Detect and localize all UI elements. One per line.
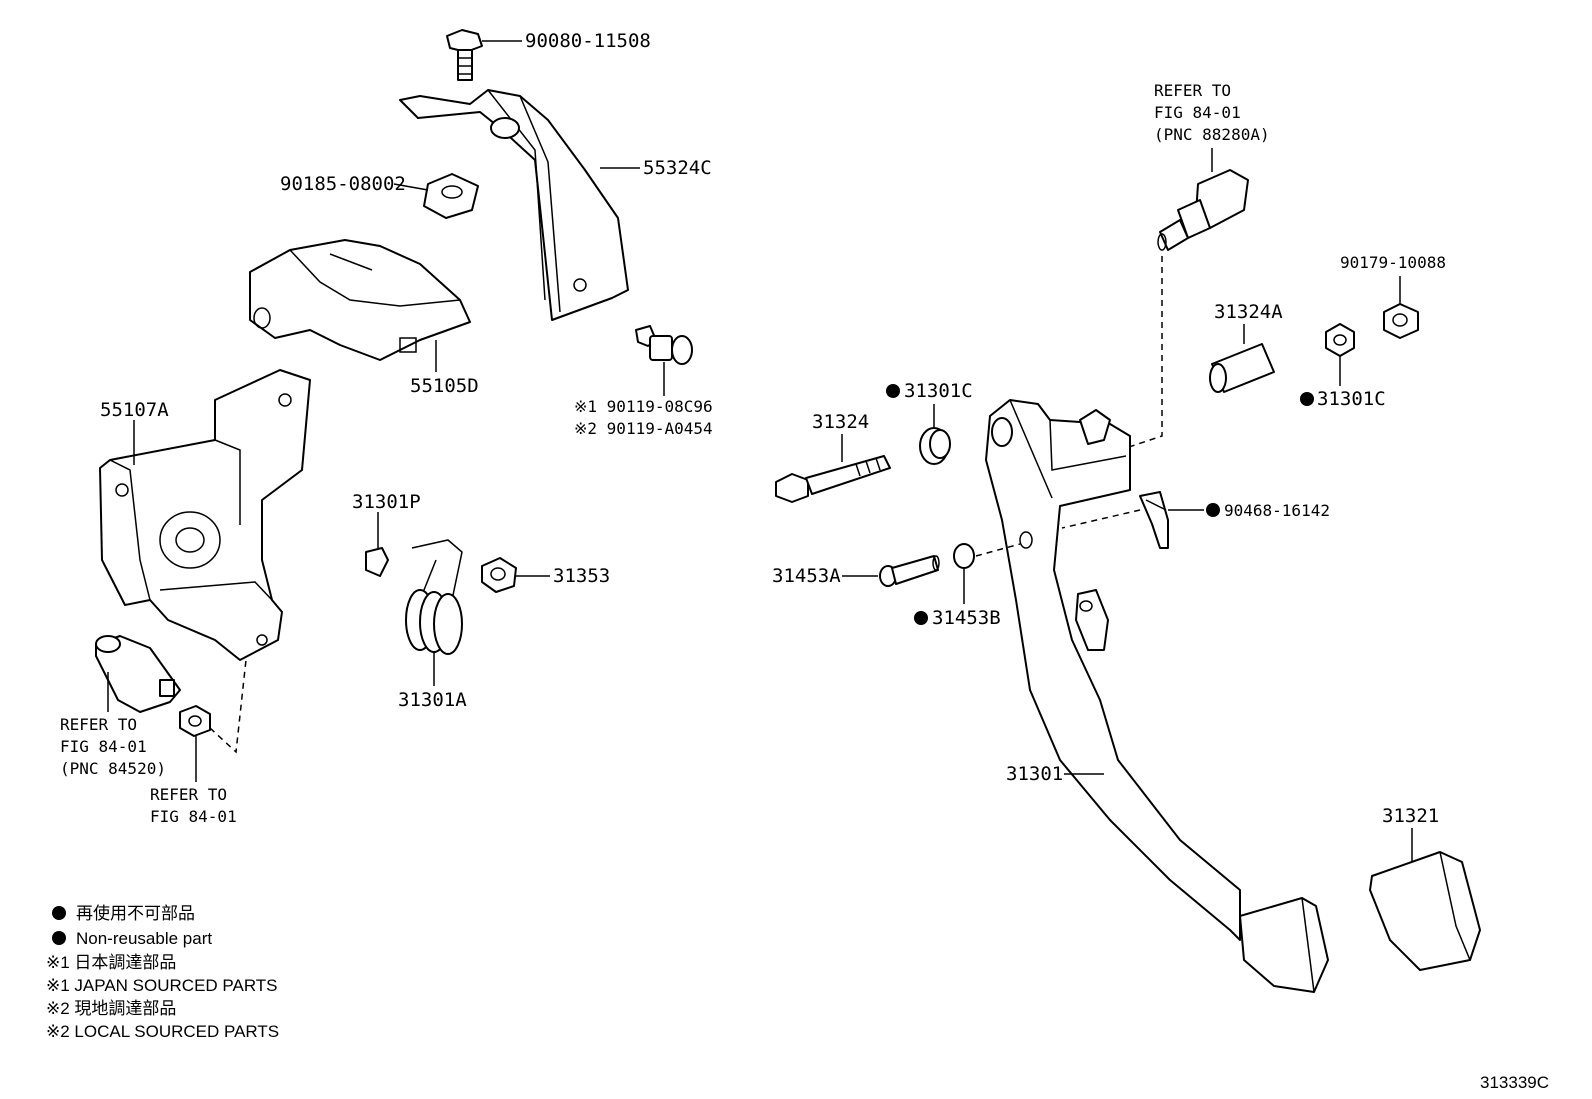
label-90185-08002: 90185-08002 xyxy=(280,173,406,195)
non-reusable-marker xyxy=(914,611,928,625)
bolt-90119 xyxy=(635,325,693,396)
label-90119-2: ※2 90119-A0454 xyxy=(574,419,713,438)
label-90468-16142: 90468-16142 xyxy=(1224,501,1330,520)
label-31301: 31301 xyxy=(1006,763,1063,785)
collar-31324a xyxy=(1209,324,1275,393)
label-31453b: 31453B xyxy=(932,607,1001,629)
figure-id: 313339C xyxy=(1480,1073,1549,1092)
legend: 再使用不可部品 Non-reusable part ※1 日本調達部品 ※1 J… xyxy=(46,903,279,1041)
legend-line-3: ※1 日本調達部品 xyxy=(46,953,176,972)
clip-31301p xyxy=(365,512,389,577)
non-reusable-marker xyxy=(1206,503,1220,517)
stop-switch-right xyxy=(1059,148,1249,471)
label-31353: 31353 xyxy=(553,565,610,587)
label-ref1-line1: REFER TO xyxy=(60,715,137,734)
pedal-pad-31321 xyxy=(1369,828,1481,971)
clip-31453b xyxy=(953,543,1021,604)
non-reusable-marker xyxy=(886,384,900,398)
label-ref2-line2: FIG 84-01 xyxy=(150,807,237,826)
bush-31301c-left xyxy=(919,404,951,465)
label-55105d: 55105D xyxy=(410,375,479,397)
spring-31301a xyxy=(405,539,463,686)
non-reusable-marker xyxy=(52,906,66,920)
nut-90179 xyxy=(1383,276,1419,339)
label-ref3-line3: (PNC 88280A) xyxy=(1154,125,1270,144)
clip-90468-16142 xyxy=(1061,491,1220,549)
cover-55105d xyxy=(249,239,471,372)
bolt-90080-11508 xyxy=(446,29,522,81)
label-55324c: 55324C xyxy=(643,157,712,179)
label-ref2-line1: REFER TO xyxy=(150,785,227,804)
label-31301p: 31301P xyxy=(352,491,421,513)
bush-31301c-right xyxy=(1300,323,1355,406)
legend-line-2: Non-reusable part xyxy=(76,929,212,948)
clip-90185-08002 xyxy=(393,173,479,219)
label-31301c-right: 31301C xyxy=(1317,388,1386,410)
bracket-55107a xyxy=(99,369,311,661)
bush-31353 xyxy=(481,557,550,593)
legend-line-4: ※1 JAPAN SOURCED PARTS xyxy=(46,976,278,995)
label-90119-1: ※1 90119-08C96 xyxy=(574,397,713,416)
label-31301c-left: 31301C xyxy=(904,380,973,402)
label-90080-11508: 90080-11508 xyxy=(525,30,651,52)
label-31324: 31324 xyxy=(812,411,869,433)
nut-left xyxy=(179,659,247,782)
pin-31453a xyxy=(842,555,940,587)
label-31321: 31321 xyxy=(1382,805,1439,827)
label-55107a: 55107A xyxy=(100,399,169,421)
label-90179-10088: 90179-10088 xyxy=(1340,253,1446,272)
stop-switch-left xyxy=(95,635,181,713)
label-31301a: 31301A xyxy=(398,689,467,711)
legend-line-6: ※2 LOCAL SOURCED PARTS xyxy=(46,1022,279,1041)
non-reusable-marker xyxy=(1300,392,1314,406)
legend-line-5: ※2 現地調達部品 xyxy=(46,999,176,1018)
legend-line-1: 再使用不可部品 xyxy=(76,903,195,923)
label-31324a: 31324A xyxy=(1214,301,1283,323)
pedal-plate xyxy=(1239,897,1329,993)
label-ref1-line3: (PNC 84520) xyxy=(60,759,166,778)
bolt-31324 xyxy=(775,434,891,503)
bracket-55324c xyxy=(399,89,640,321)
pedal-arm-31301 xyxy=(985,399,1241,941)
non-reusable-marker xyxy=(52,931,66,945)
label-ref1-line2: FIG 84-01 xyxy=(60,737,147,756)
label-ref3-line2: FIG 84-01 xyxy=(1154,103,1241,122)
label-ref3-line1: REFER TO xyxy=(1154,81,1231,100)
label-31453a: 31453A xyxy=(772,565,841,587)
